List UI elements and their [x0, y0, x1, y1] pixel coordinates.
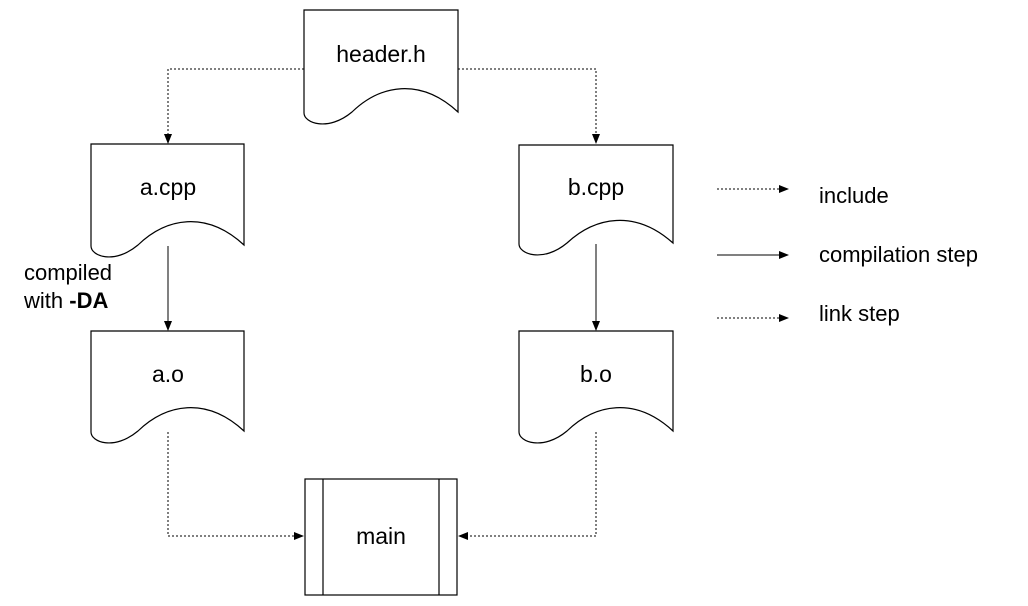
annotation-prefix: with [23, 288, 69, 313]
document-shape [90, 330, 245, 444]
node-b-cpp: b.cpp [518, 144, 674, 256]
edge-header-to-b-cpp [458, 68, 600, 144]
legend-include-label: include [819, 183, 889, 208]
node-label-a-o: a.o [152, 361, 184, 387]
legend-compilation-label: compilation step [819, 242, 978, 267]
node-b-o: b.o [518, 330, 674, 444]
annotation-line-1: compiled [24, 260, 112, 285]
document-shape [90, 143, 245, 258]
node-a-cpp: a.cpp [90, 143, 245, 258]
legend: include compilation step link step [717, 183, 978, 326]
document-shape [303, 9, 459, 125]
node-label-main: main [356, 523, 406, 549]
edge-a-o-to-main [167, 432, 304, 540]
annotation-flag: -DA [69, 288, 108, 313]
document-shape [518, 144, 674, 256]
annotation-line-2: with -DA [23, 288, 108, 313]
document-shape [518, 330, 674, 444]
node-header-h: header.h [303, 9, 459, 125]
legend-link-label: link step [819, 301, 900, 326]
connectors [164, 68, 600, 540]
node-label-header: header.h [336, 41, 426, 67]
process-shape [304, 478, 458, 596]
node-a-o: a.o [90, 330, 245, 444]
edge-header-to-a-cpp [164, 68, 304, 144]
node-label-b-o: b.o [580, 361, 612, 387]
compile-flag-annotation: compiled with -DA [23, 260, 112, 313]
node-label-b-cpp: b.cpp [568, 174, 624, 200]
node-main: main [304, 478, 458, 596]
edge-b-o-to-main [458, 432, 597, 540]
node-label-a-cpp: a.cpp [140, 174, 196, 200]
